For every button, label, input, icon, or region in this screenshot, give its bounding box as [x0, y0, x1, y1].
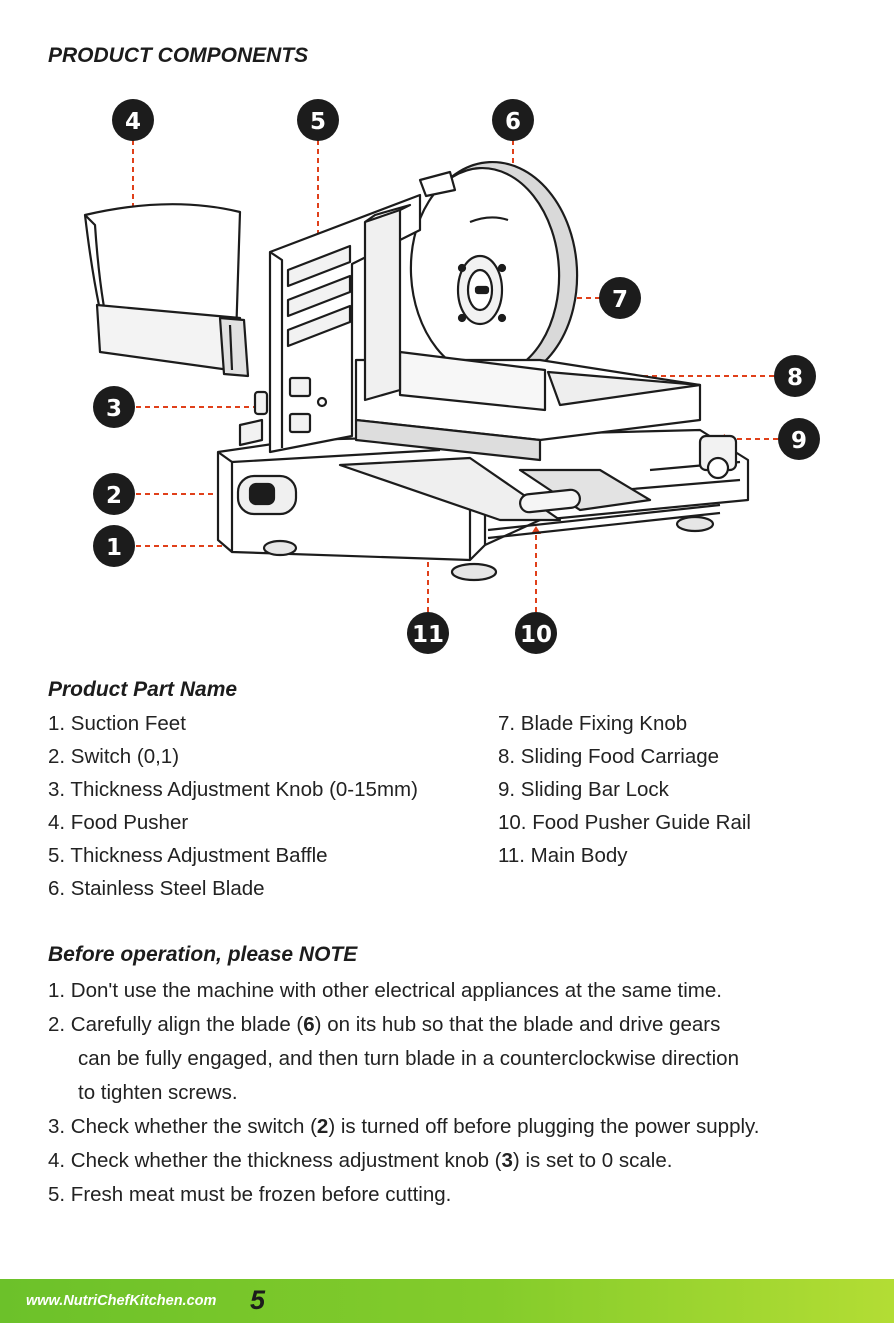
callout-badges: 4 5 6 7 8 3 9 2 1 11 10: [93, 99, 820, 654]
note-4-ref: 3: [501, 1149, 513, 1172]
sliding-bar-drawing: [649, 434, 741, 480]
callout-7: 7: [599, 277, 641, 319]
part-item: 2. Switch (0,1): [48, 745, 180, 768]
part-item: 9. Sliding Bar Lock: [498, 778, 669, 801]
note-2-line: 2. Carefully align the blade (6) on its …: [48, 1008, 878, 1042]
part-item: 5. Thickness Adjustment Baffle: [48, 844, 328, 867]
notes-list: 1. Don't use the machine with other elec…: [48, 974, 878, 1212]
footer-bar: www.NutriChefKitchen.com 5: [0, 1279, 894, 1323]
note-5: 5. Fresh meat must be frozen before cutt…: [48, 1183, 452, 1206]
svg-text:10: 10: [520, 622, 552, 648]
callout-8: 8: [774, 355, 816, 397]
part-item: 11. Main Body: [498, 844, 628, 867]
callout-2: 2: [93, 473, 135, 515]
part-item: 3. Thickness Adjustment Knob (0-15mm): [48, 778, 418, 801]
blade-drawing: [409, 160, 579, 384]
svg-text:7: 7: [612, 287, 628, 313]
note-item: 1. Don't use the machine with other elec…: [48, 974, 878, 1008]
note-3-text: 3. Check whether the switch (: [48, 1115, 317, 1138]
svg-text:4: 4: [125, 109, 141, 135]
note-2-cont: to tighten screws.: [78, 1081, 238, 1104]
note-item: 5. Fresh meat must be frozen before cutt…: [48, 1178, 878, 1212]
footer-url[interactable]: www.NutriChefKitchen.com: [26, 1293, 217, 1309]
food-pusher-drawing: [83, 203, 250, 378]
page-number: 5: [250, 1285, 266, 1315]
parts-list-right: 7. Blade Fixing Knob 8. Sliding Food Car…: [498, 707, 751, 872]
note-item: 3. Check whether the switch (2) is turne…: [48, 1110, 878, 1144]
note-item: 2. Carefully align the blade (6) on its …: [48, 1008, 878, 1110]
baffle-drawing: [238, 193, 422, 454]
notes-heading: Before operation, please NOTE: [48, 943, 358, 966]
svg-text:6: 6: [505, 109, 521, 135]
part-item: 1. Suction Feet: [48, 712, 186, 735]
svg-text:2: 2: [106, 483, 122, 509]
carriage-drawing: [354, 203, 702, 462]
note-3-line: 3. Check whether the switch (2) is turne…: [48, 1110, 878, 1144]
callout-3: 3: [93, 386, 135, 428]
svg-text:9: 9: [791, 428, 807, 454]
part-item: 6. Stainless Steel Blade: [48, 877, 265, 900]
callout-9: 9: [778, 418, 820, 460]
callout-6: 6: [492, 99, 534, 141]
callout-10: 10: [515, 612, 557, 654]
note-2-text: 2. Carefully align the blade (: [48, 1013, 304, 1036]
callout-1: 1: [93, 525, 135, 567]
note-2-ref: 6: [303, 1013, 315, 1036]
part-item: 10. Food Pusher Guide Rail: [498, 811, 751, 834]
note-1: 1. Don't use the machine with other elec…: [48, 979, 722, 1002]
note-4-line: 4. Check whether the thickness adjustmen…: [48, 1144, 878, 1178]
note-4-text: ) is set to 0 scale.: [512, 1149, 673, 1172]
callout-4: 4: [112, 99, 154, 141]
parts-heading: Product Part Name: [48, 678, 238, 701]
note-2-text: ) on its hub so that the blade and drive…: [314, 1013, 721, 1036]
svg-text:8: 8: [787, 365, 803, 391]
note-item: 4. Check whether the thickness adjustmen…: [48, 1144, 878, 1178]
svg-text:1: 1: [106, 535, 122, 561]
part-item: 4. Food Pusher: [48, 811, 189, 834]
main-body-drawing: [216, 428, 750, 562]
slicer-drawing: [83, 160, 750, 582]
svg-text:11: 11: [412, 622, 444, 648]
callout-11: 11: [407, 612, 449, 654]
note-3-text: ) is turned off before plugging the powe…: [328, 1115, 760, 1138]
note-3-ref: 2: [316, 1115, 329, 1138]
note-2-cont: can be fully engaged, and then turn blad…: [78, 1047, 739, 1070]
suction-feet-drawing: [262, 515, 715, 582]
svg-text:5: 5: [310, 109, 326, 135]
note-4-text: 4. Check whether the thickness adjustmen…: [48, 1149, 502, 1172]
part-item: 8. Sliding Food Carriage: [498, 745, 720, 768]
svg-text:3: 3: [106, 396, 122, 422]
components-heading: PRODUCT COMPONENTS: [48, 44, 309, 67]
parts-list-left: 1. Suction Feet 2. Switch (0,1) 3. Thick…: [48, 707, 418, 905]
callout-5: 5: [297, 99, 339, 141]
slicer-diagram: 4 5 6 7 8 3 9 2 1 11 10: [83, 99, 820, 654]
part-item: 7. Blade Fixing Knob: [498, 712, 688, 735]
